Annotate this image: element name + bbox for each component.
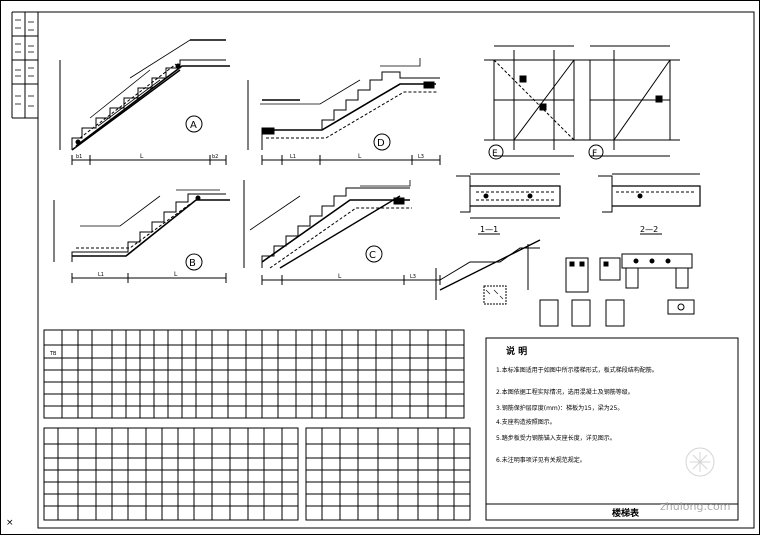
note-line-6: 6.未注明事项详见有关规范规定。: [496, 456, 586, 464]
svg-text:×: ×: [6, 518, 14, 528]
note-line-5: 5.踏步板受力钢筋锚入支座长度，详见图示。: [496, 434, 616, 442]
svg-text:L1: L1: [98, 272, 104, 278]
stair-diagram-d: L1 L L3 D: [247, 58, 441, 165]
binding-strip: ×: [6, 11, 39, 528]
watermark-logo: [685, 447, 715, 477]
stair-schedule-table-top: TB: [43, 329, 465, 419]
plan-diagram-e: E: [484, 45, 584, 160]
notes-heading: 说 明: [506, 345, 527, 357]
sheet-title: 楼梯表: [612, 507, 640, 519]
svg-text:L: L: [140, 153, 144, 160]
section-detail-1-1: 1—1: [456, 173, 561, 235]
stair-schedule-table-bottom: [43, 427, 299, 521]
note-line-2: 2.本图依据工程实际情况，选用混凝土及钢筋等级。: [496, 388, 634, 396]
svg-text:L3: L3: [418, 154, 424, 160]
section-detail-2-2: 2—2: [598, 173, 701, 235]
detail-connections: [435, 239, 695, 327]
plan-diagram-f: F: [580, 45, 680, 160]
section-cut-2-2: 2—2: [640, 225, 658, 234]
stair-schedule-table-small: [305, 427, 471, 521]
svg-text:L: L: [358, 153, 362, 160]
svg-text:L1: L1: [290, 154, 296, 160]
note-line-1: 1.本标准图适用于如图中所示楼梯形式，板式梯段结构配筋。: [496, 366, 658, 374]
drawing-frame: [37, 11, 755, 529]
note-line-3: 3.钢筋保护层厚度(mm)：梯板为15，梁为25。: [496, 404, 623, 412]
stair-label-b: B: [189, 258, 196, 269]
section-label-e: E: [492, 149, 498, 159]
stair-diagram-b: L1 L B: [53, 189, 230, 283]
watermark-text: zhulong.com: [660, 500, 730, 513]
svg-text:b1: b1: [76, 154, 82, 160]
section-cut-1-1: 1—1: [480, 225, 498, 234]
stair-diagram-a: L b1 b2 A: [59, 39, 230, 165]
notes-block: [485, 337, 739, 521]
svg-text:L: L: [174, 271, 178, 278]
note-line-4: 4.支座构造按照图示。: [496, 418, 556, 426]
stair-label-a: A: [190, 120, 197, 131]
section-label-f: F: [592, 149, 597, 159]
svg-text:b2: b2: [212, 154, 218, 160]
svg-text:L3: L3: [410, 274, 416, 280]
stair-diagram-c: L L3 C: [243, 180, 441, 285]
svg-text:TB: TB: [49, 351, 57, 357]
stair-label-c: C: [369, 250, 376, 261]
stair-label-d: D: [377, 138, 385, 149]
svg-text:L: L: [338, 273, 342, 280]
